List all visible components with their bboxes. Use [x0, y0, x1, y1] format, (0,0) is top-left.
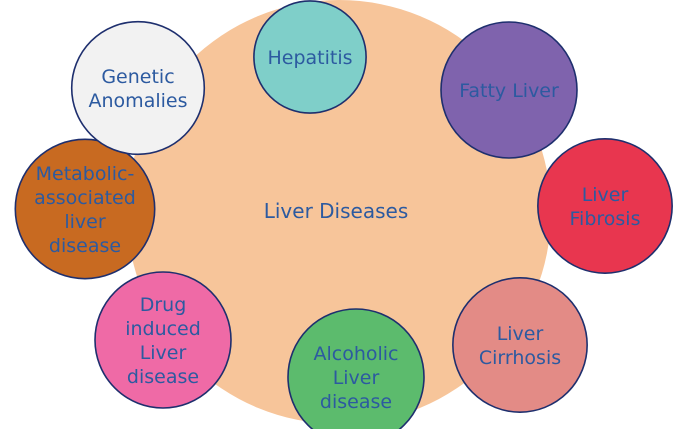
node-label-fatty-liver-line-0: Fatty Liver	[459, 80, 559, 102]
node-label-liver-cirrhosis-line-1: Cirrhosis	[479, 347, 561, 369]
node-circle-genetic-anomalies	[70, 20, 206, 156]
node-circle-metabolic-associated-liver-disease	[14, 138, 156, 280]
node-label-genetic-anomalies-line-0: Genetic	[101, 66, 174, 88]
node-label-liver-fibrosis-line-1: Fibrosis	[570, 208, 641, 230]
node-circle-drug-induced-liver-disease	[94, 271, 232, 409]
node-circle-liver-cirrhosis	[452, 277, 588, 413]
node-label-alcoholic-liver-disease-line-1: Liver	[333, 367, 380, 389]
node-circle-liver-fibrosis	[537, 138, 673, 274]
node-label-metabolic-associated-liver-disease-line-0: Metabolic-	[36, 163, 135, 185]
node-circle-fatty-liver	[440, 21, 578, 159]
node-label-alcoholic-liver-disease-line-2: disease	[320, 391, 392, 413]
node-circle-hepatitis	[253, 0, 367, 114]
center-label: Liver Diseases	[264, 199, 409, 223]
node-label-drug-induced-liver-disease-line-2: Liver	[140, 342, 187, 364]
node-label-hepatitis-line-0: Hepatitis	[267, 47, 352, 69]
node-label-metabolic-associated-liver-disease-line-3: disease	[49, 235, 121, 257]
node-hepatitis: Hepatitis	[253, 0, 367, 114]
node-label-liver-fibrosis-line-0: Liver	[582, 184, 629, 206]
node-label-alcoholic-liver-disease-line-0: Alcoholic	[313, 343, 398, 365]
node-label-drug-induced-liver-disease-line-0: Drug	[140, 294, 187, 316]
node-label-genetic-anomalies-line-1: Anomalies	[89, 90, 188, 112]
node-fatty-liver: Fatty Liver	[440, 21, 578, 159]
node-label-metabolic-associated-liver-disease-line-2: liver	[64, 211, 105, 233]
node-label-metabolic-associated-liver-disease-line-1: associated	[34, 187, 136, 209]
node-label-drug-induced-liver-disease-line-3: disease	[127, 366, 199, 388]
node-label-drug-induced-liver-disease-line-1: induced	[125, 318, 201, 340]
node-label-liver-cirrhosis-line-0: Liver	[497, 323, 544, 345]
node-circle-alcoholic-liver-disease	[287, 308, 425, 429]
